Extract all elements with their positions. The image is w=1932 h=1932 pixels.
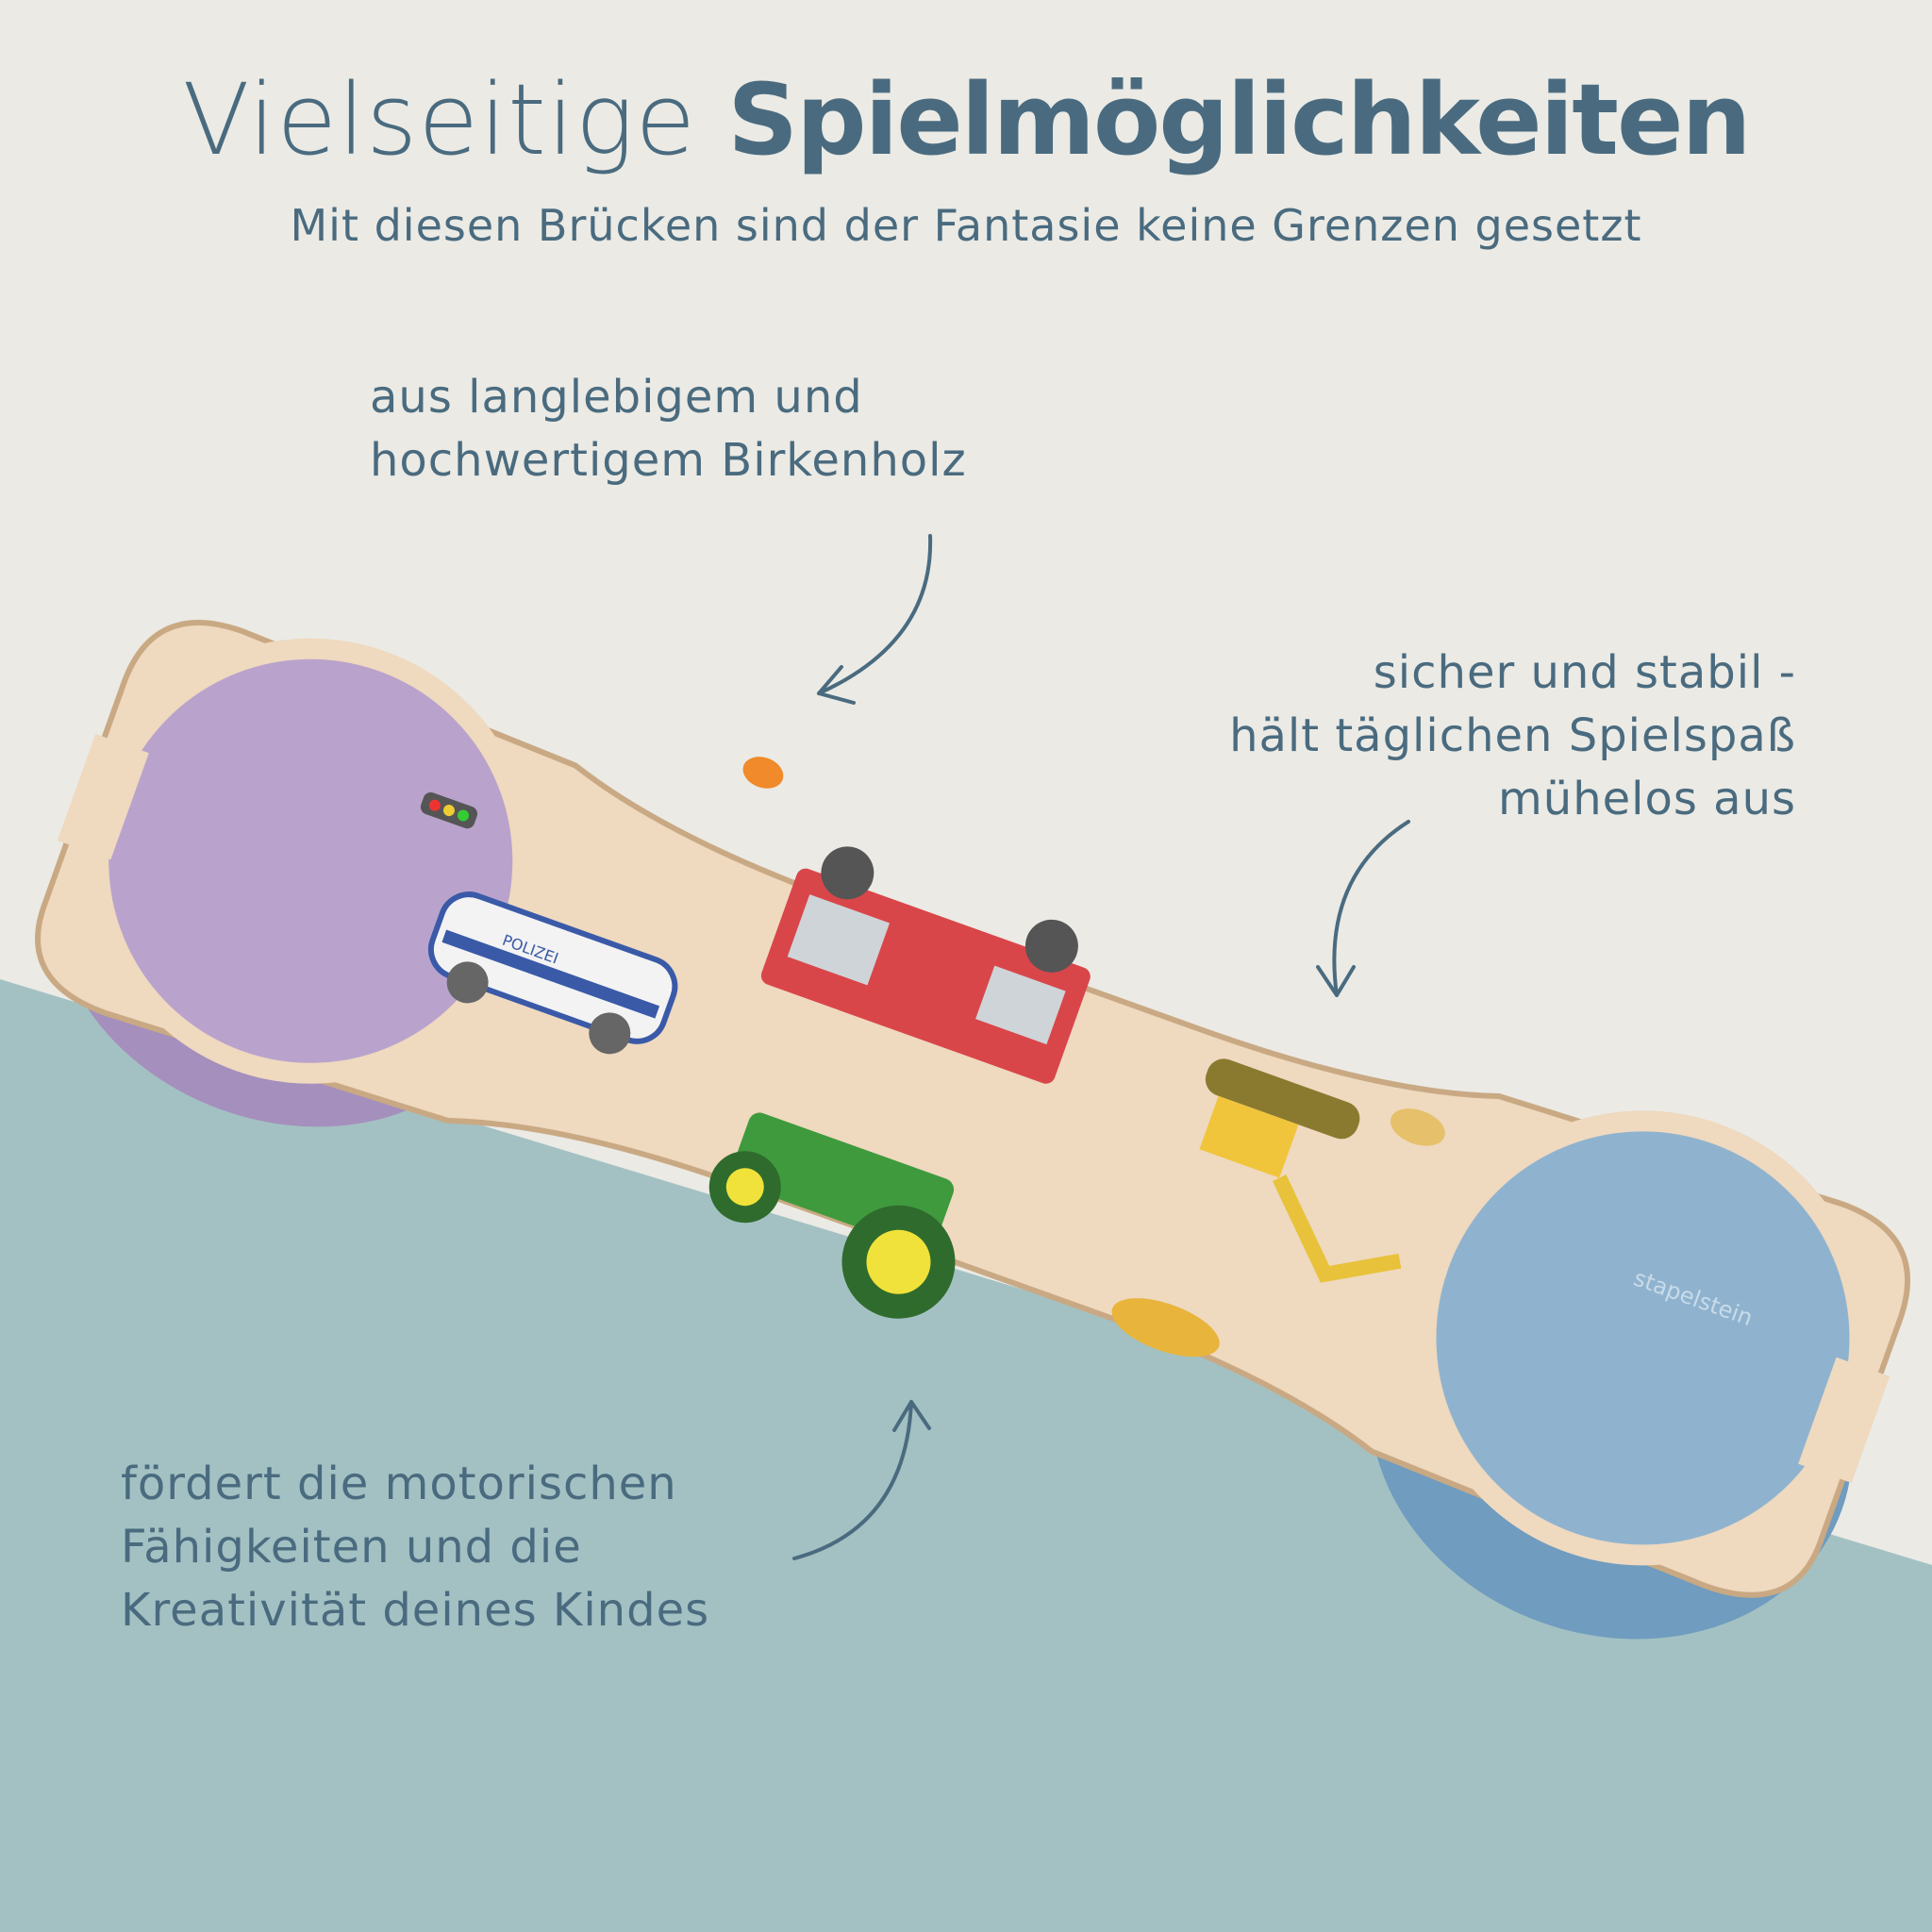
excavator-sticker — [1199, 1058, 1402, 1283]
callout-line: Kreativität deines Kindes — [121, 1584, 710, 1637]
fire-truck-sticker — [760, 846, 1091, 1084]
arrow-to-board — [817, 534, 933, 705]
tractor-sticker — [708, 1112, 956, 1319]
callout-line: Fähigkeiten und die — [121, 1521, 582, 1574]
bread-sticker — [1390, 1108, 1445, 1146]
callout-line: hochwertigem Birkenholz — [370, 434, 967, 487]
callout-stability: sicher und stabil - hält täglichen Spiel… — [1229, 641, 1796, 831]
title-bold: Spielmöglichkeiten — [727, 62, 1751, 177]
callout-motor-skills: fördert die motorischen Fähigkeiten und … — [121, 1453, 709, 1642]
arrow-to-board-underside — [792, 1400, 931, 1560]
fire-sticker — [742, 757, 784, 789]
title-light: Vielseitige — [182, 62, 697, 177]
teal-background — [0, 979, 1932, 1932]
callout-line: sicher und stabil - — [1373, 646, 1796, 699]
callout-material: aus langlebigem und hochwertigem Birkenh… — [370, 366, 967, 492]
arrow-to-stone — [1316, 820, 1410, 997]
callout-line: fördert die motorischen — [121, 1457, 677, 1510]
subtitle: Mit diesen Brücken sind der Fantasie kei… — [290, 200, 1642, 251]
traffic-light-sticker — [420, 791, 478, 829]
callout-line: mühelos aus — [1498, 773, 1796, 825]
callout-line: aus langlebigem und — [370, 371, 863, 424]
hay-sticker — [1111, 1298, 1220, 1357]
callout-line: hält täglichen Spielspaß — [1229, 709, 1796, 762]
police-car-sticker: POLIZEI — [427, 891, 678, 1055]
page-title: Vielseitige Spielmöglichkeiten — [0, 58, 1932, 181]
